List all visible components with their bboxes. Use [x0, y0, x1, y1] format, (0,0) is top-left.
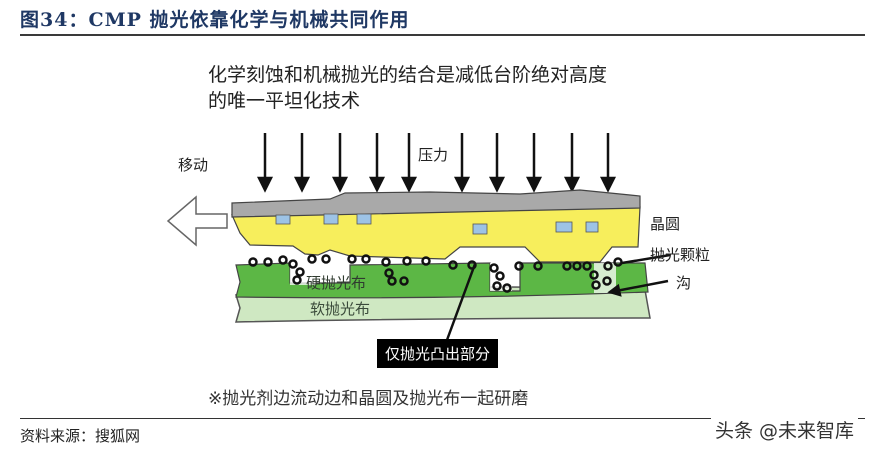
headline-line-1: 化学刻蚀和机械抛光的结合是减低台阶绝对高度	[208, 64, 608, 86]
headline-line-2: 的唯一平坦化技术	[208, 90, 361, 112]
move-label: 移动	[178, 156, 209, 174]
pressure-arrow-icon	[488, 133, 506, 193]
footer-divider	[20, 418, 865, 419]
title-divider	[20, 34, 865, 36]
pressure-arrow-icon	[368, 133, 386, 193]
pressure-arrow-icon	[256, 133, 274, 193]
pressure-arrow-icon	[293, 133, 311, 193]
hard-pad-label: 硬抛光布	[306, 274, 367, 292]
callout-box: 仅抛光凸出部分	[377, 339, 499, 368]
wafer-layer	[231, 189, 641, 218]
abrasive-particles-label: 抛光颗粒	[650, 246, 711, 264]
abrasive-particles	[248, 254, 623, 293]
note-text: ※抛光剂边流动边和晶圆及抛光布一起研磨	[208, 389, 529, 409]
pressure-label: 压力	[418, 146, 449, 164]
leader-lines	[445, 253, 671, 341]
pressure-arrow-icon	[599, 133, 617, 193]
metal-plugs	[275, 213, 599, 235]
pressure-arrow-icon	[563, 133, 581, 193]
pressure-arrow-icon	[453, 133, 471, 193]
watermark: 头条 @未来智库	[710, 416, 858, 443]
wafer-label: 晶圆	[650, 215, 681, 233]
diagram-headline: 化学刻蚀和机械抛光的结合是减低台阶绝对高度 的唯一平坦化技术	[208, 62, 628, 114]
soft-pad-label: 软抛光布	[310, 300, 371, 318]
pressure-arrow-icon	[525, 133, 543, 193]
move-arrow-icon	[166, 195, 228, 247]
figure-title: 图34：CMP 抛光依靠化学与机械共同作用	[20, 9, 410, 31]
groove-label: 沟	[676, 274, 692, 292]
pressure-arrow-icon	[331, 133, 349, 193]
source-text: 资料来源：搜狐网	[20, 427, 141, 445]
pressure-arrows	[256, 133, 617, 193]
pressure-arrow-icon	[400, 133, 418, 193]
